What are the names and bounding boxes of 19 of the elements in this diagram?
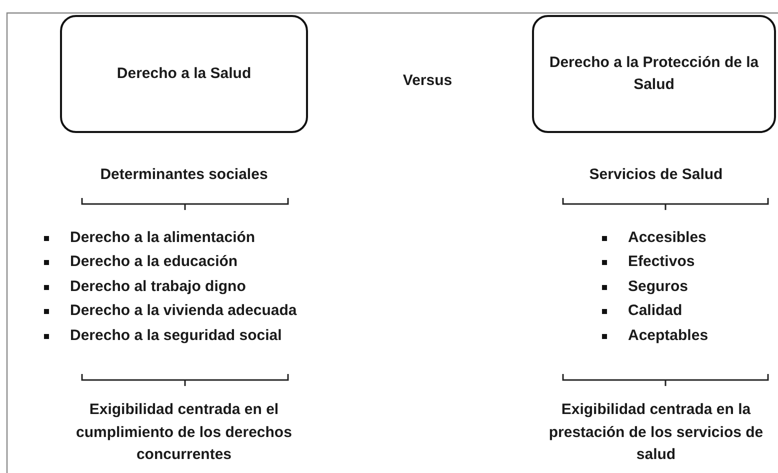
rounded-box [60, 15, 308, 133]
list-item: Derecho a la seguridad social [70, 327, 282, 344]
section-heading: Servicios de Salud [588, 165, 724, 185]
list-item: Derecho a la vivienda adecuada [70, 302, 297, 319]
list-item: Calidad [628, 302, 682, 319]
list-item: Seguros [628, 278, 688, 295]
list-item: Derecho a la educación [70, 253, 238, 270]
list-item: Accesibles [628, 229, 706, 246]
versus-label: Versus [402, 71, 454, 91]
summary-text: Exigibilidad centrada en la prestación de los servicios de salud [548, 400, 764, 465]
rounded-box [532, 15, 776, 133]
box-title: Derecho a la Protección de la Salud [548, 53, 760, 95]
list-item: Efectivos [628, 253, 695, 270]
summary-text: Exigibilidad centrada en el cumplimiento de los derechos concurrentes [75, 400, 293, 465]
list-item: Derecho a la alimentación [70, 229, 256, 246]
list-item: Aceptables [628, 327, 708, 344]
section-heading: Determinantes sociales [99, 165, 269, 185]
list-item: Derecho al trabajo digno [70, 278, 246, 295]
box-title: Derecho a la Salud [116, 64, 252, 84]
